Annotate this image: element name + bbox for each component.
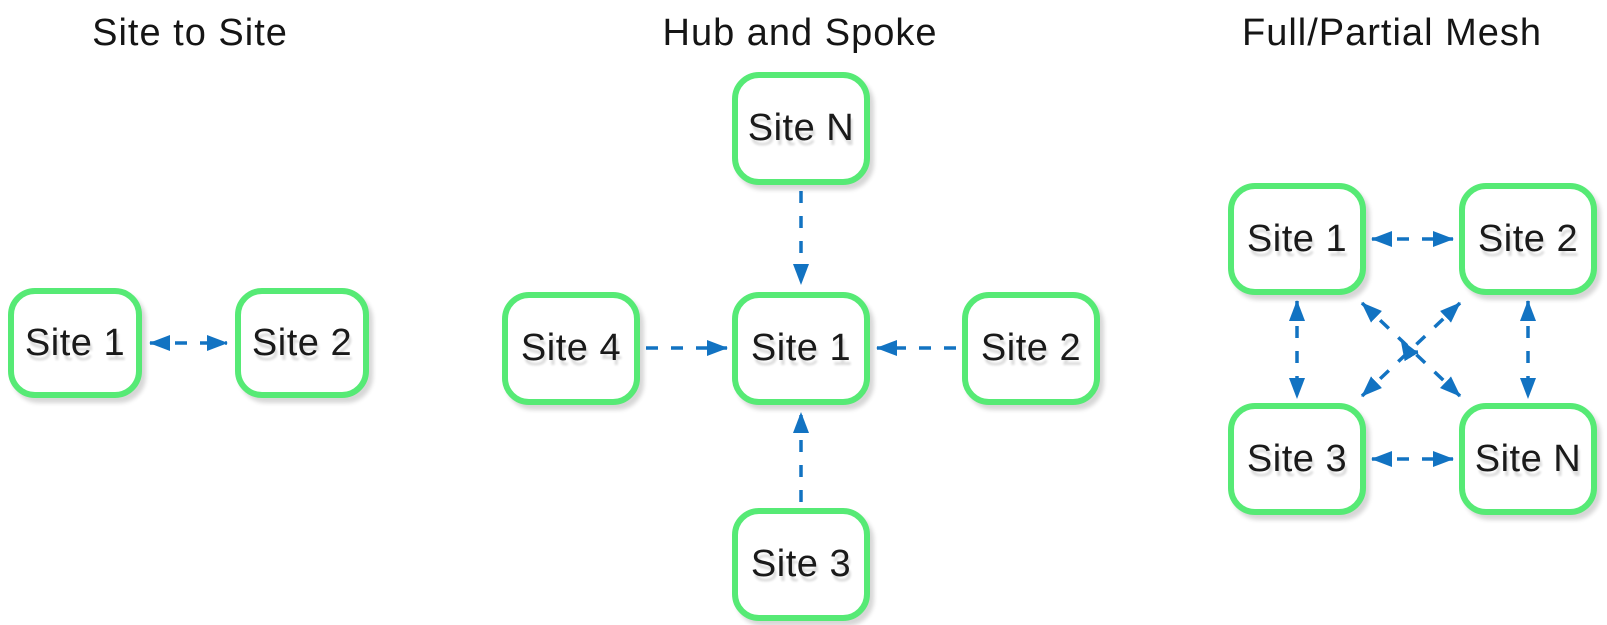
node-hub-site4: Site 4 <box>502 292 640 405</box>
node-mesh-site2: Site 2 <box>1459 183 1597 295</box>
node-label: Site 2 <box>980 327 1082 369</box>
line-jump-arrow <box>1399 339 1419 362</box>
node-hub-siteN: Site N <box>732 72 870 185</box>
node-label: Site 3 <box>1246 437 1348 480</box>
node-label: Site 2 <box>251 321 353 364</box>
node-hub-site1: Site 1 <box>732 292 870 405</box>
node-label: Site 1 <box>1246 217 1348 260</box>
node-hub-site3: Site 3 <box>732 508 870 621</box>
diagram-title-site-to-site: Site to Site <box>92 12 288 54</box>
diagram-title-hub-and-spoke: Hub and Spoke <box>662 12 938 54</box>
node-mesh-site3: Site 3 <box>1228 403 1366 515</box>
node-hub-site2: Site 2 <box>962 292 1100 405</box>
node-label: Site N <box>1474 437 1582 480</box>
node-s2s-site1: Site 1 <box>8 288 142 398</box>
node-mesh-siteN: Site N <box>1459 403 1597 515</box>
node-s2s-site2: Site 2 <box>235 288 369 398</box>
node-label: Site 2 <box>1477 217 1579 260</box>
node-label: Site 1 <box>750 327 852 369</box>
node-mesh-site1: Site 1 <box>1228 183 1366 295</box>
node-label: Site 3 <box>750 543 852 585</box>
diagram-title-full-partial-mesh: Full/Partial Mesh <box>1242 12 1542 54</box>
node-label: Site N <box>747 107 855 149</box>
node-label: Site 1 <box>24 321 126 364</box>
node-label: Site 4 <box>520 327 622 369</box>
